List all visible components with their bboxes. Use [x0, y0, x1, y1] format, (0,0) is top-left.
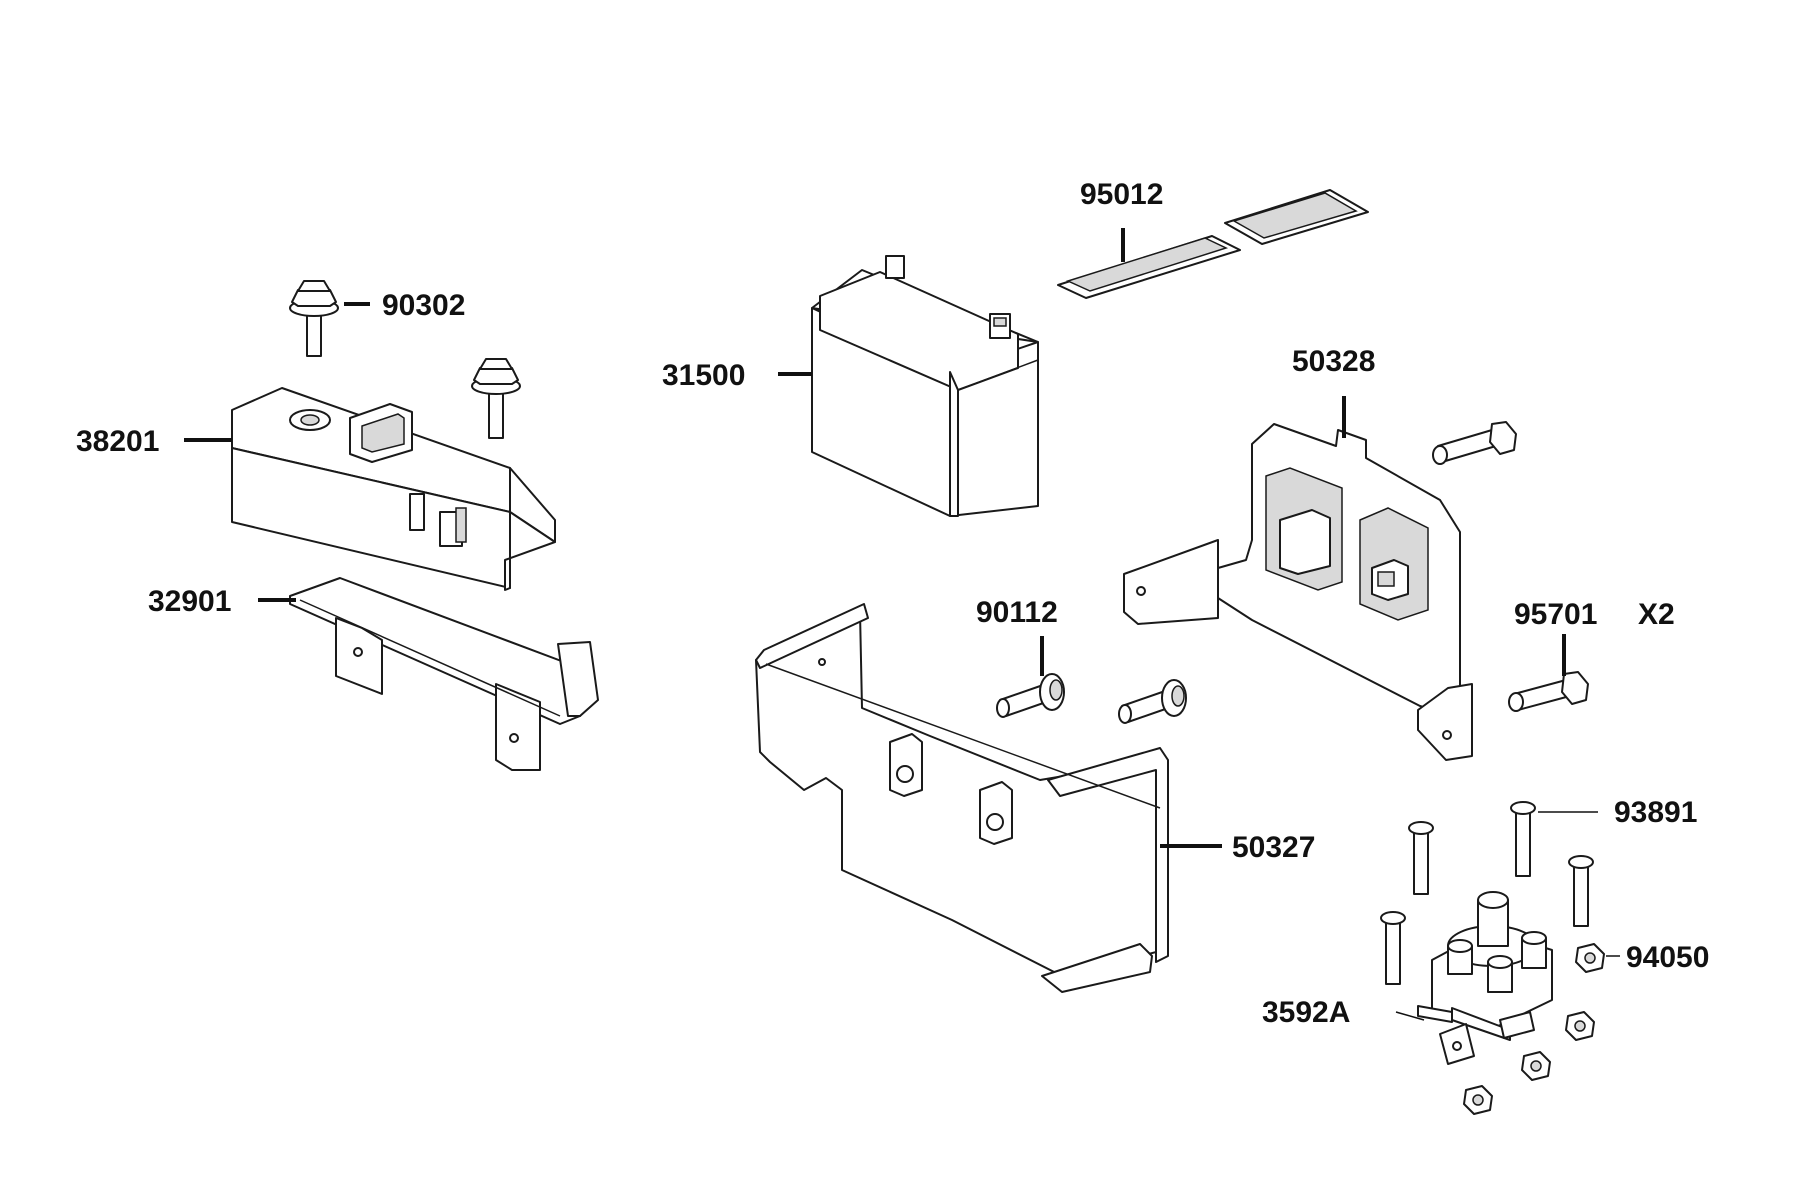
callout-90112: 90112	[976, 596, 1058, 629]
part-94050-nut-b	[1565, 1011, 1595, 1041]
part-93891-screw-d	[1380, 911, 1406, 985]
callout-3592A: 3592A	[1262, 996, 1350, 1029]
part-38201-relay-holder	[231, 387, 556, 591]
callout-50327: 50327	[1232, 831, 1315, 864]
callout-31500: 31500	[662, 359, 745, 392]
part-90112-screw-b	[1118, 679, 1187, 724]
callout-95701-qty: X2	[1638, 598, 1675, 631]
callout-94050: 94050	[1626, 941, 1709, 974]
callout-50328: 50328	[1292, 345, 1375, 378]
callout-95701: 95701	[1514, 598, 1597, 631]
part-90302-bolt-a	[289, 280, 339, 357]
callout-93891: 93891	[1614, 796, 1697, 829]
part-95701-bolt-a	[1432, 421, 1517, 465]
part-50328-rear-bracket	[1123, 423, 1473, 761]
leader-3592A	[1395, 1011, 1425, 1021]
part-93891-screw-a	[1408, 821, 1434, 895]
part-94050-nut-d	[1463, 1085, 1493, 1115]
part-31500-battery	[811, 255, 1039, 517]
part-90112-screw-a	[996, 673, 1065, 718]
callout-32901: 32901	[148, 585, 231, 618]
part-94050-nut-c	[1521, 1051, 1551, 1081]
part-50327-battery-tray	[755, 603, 1169, 993]
part-90302-bolt-b	[471, 358, 521, 439]
part-95701-bolt-b	[1508, 671, 1589, 712]
part-95012-strap	[1057, 189, 1369, 299]
part-32901-mounting-plate	[289, 577, 599, 771]
part-93891-screw-c	[1568, 855, 1594, 927]
part-93891-screw-b	[1510, 801, 1536, 877]
part-94050-nut-a	[1575, 943, 1605, 973]
callout-90302: 90302	[382, 289, 465, 322]
callout-95012: 95012	[1080, 178, 1163, 211]
callout-38201: 38201	[76, 425, 159, 458]
part-3592A-starter-relay	[1417, 891, 1553, 1065]
